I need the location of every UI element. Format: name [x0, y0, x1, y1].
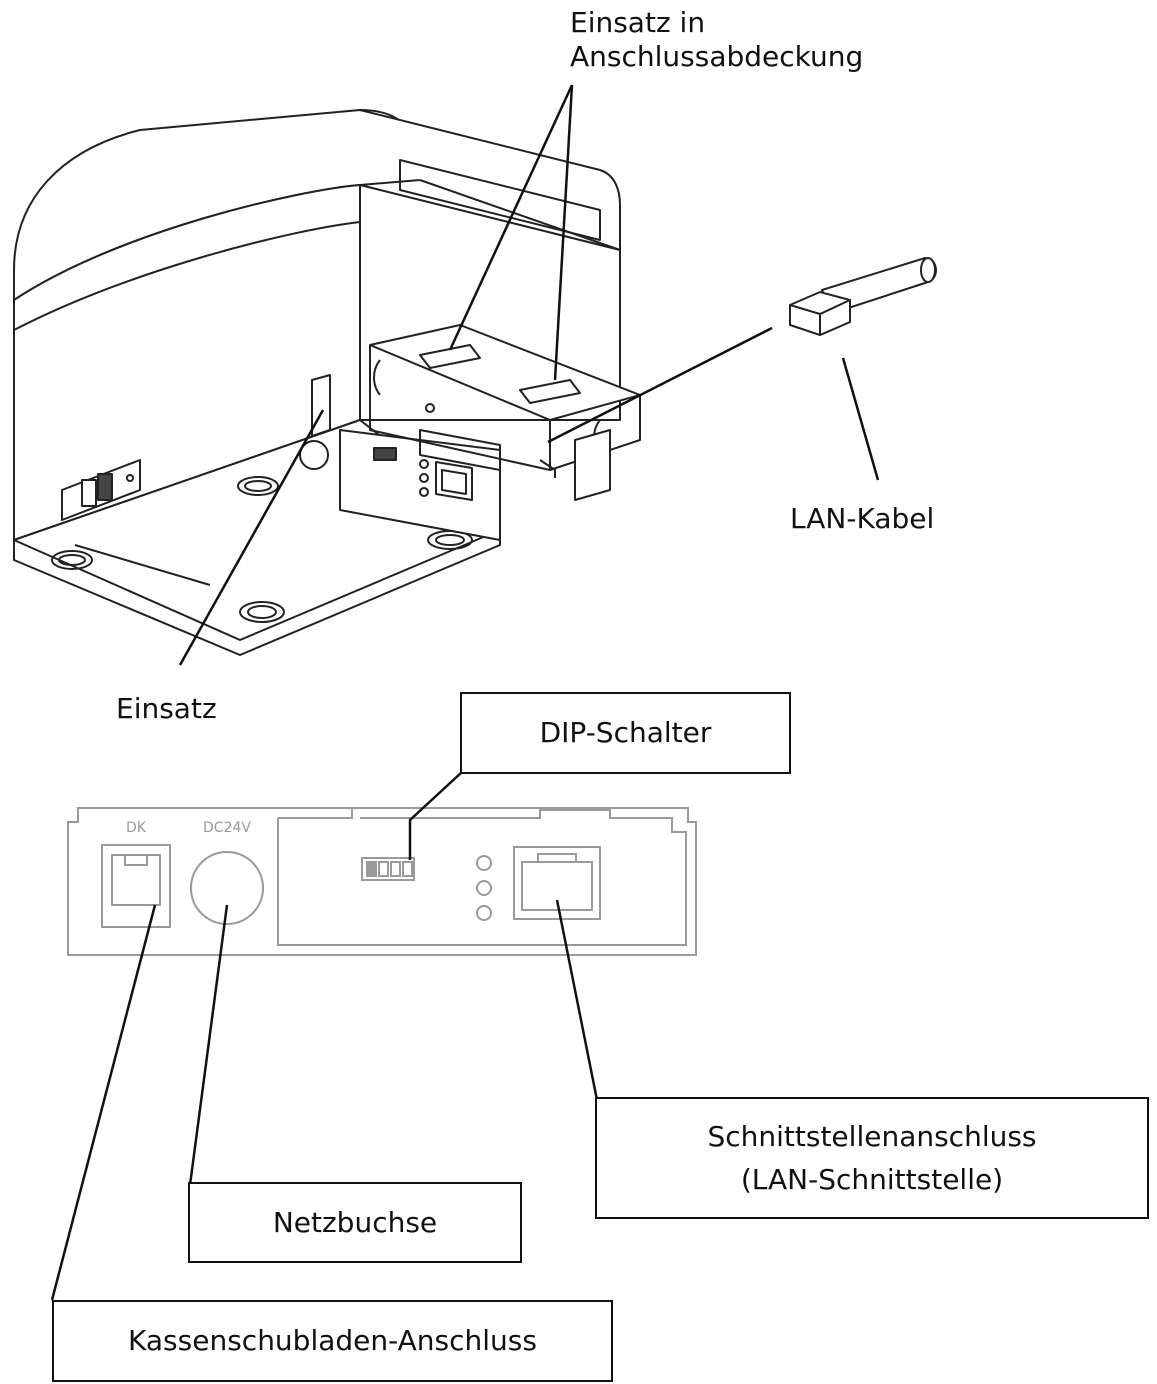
interface-port-callout: Schnittstellenanschluss (LAN-Schnittstel… — [595, 1097, 1149, 1219]
top-insert-label-line-1: Einsatz in — [570, 6, 706, 39]
leader-power-socket — [188, 904, 229, 1186]
rear-panel-illustration — [67, 807, 697, 956]
power-socket-callout: Netzbuchse — [188, 1182, 522, 1263]
leader-top-insert-2 — [553, 84, 574, 381]
leader-lines — [50, 84, 880, 1301]
leader-lan-cable-label — [841, 357, 880, 481]
lan-cable-illustration — [789, 256, 937, 337]
dip-switch-callout: DIP-Schalter — [460, 692, 791, 774]
leader-interface-port — [555, 899, 599, 1101]
printer-illustration — [13, 109, 641, 656]
top-insert-label: Einsatz in Anschlussabdeckung — [570, 6, 863, 73]
leader-dip-switch — [408, 771, 463, 860]
dip-switch-text: DIP-Schalter — [539, 716, 712, 750]
interface-port-text-line-1: Schnittstellenanschluss — [707, 1119, 1037, 1153]
drawer-port-text: Kassenschubladen-Anschluss — [128, 1324, 537, 1358]
insert-label: Einsatz — [116, 692, 217, 725]
top-insert-label-line-2: Anschlussabdeckung — [570, 39, 864, 73]
drawer-port-callout: Kassenschubladen-Anschluss — [52, 1300, 613, 1382]
interface-port-text-line-2: (LAN-Schnittstelle) — [740, 1163, 1004, 1196]
leader-lan-cable-plug — [547, 326, 773, 444]
dc24v-panel-label: DC24V — [203, 820, 251, 836]
lan-cable-label: LAN-Kabel — [790, 502, 935, 535]
leader-insert — [178, 409, 325, 666]
dk-panel-label: DK — [126, 820, 147, 836]
leader-drawer-port — [50, 904, 157, 1301]
power-socket-text: Netzbuchse — [272, 1205, 438, 1239]
leader-top-insert-1 — [448, 84, 574, 351]
